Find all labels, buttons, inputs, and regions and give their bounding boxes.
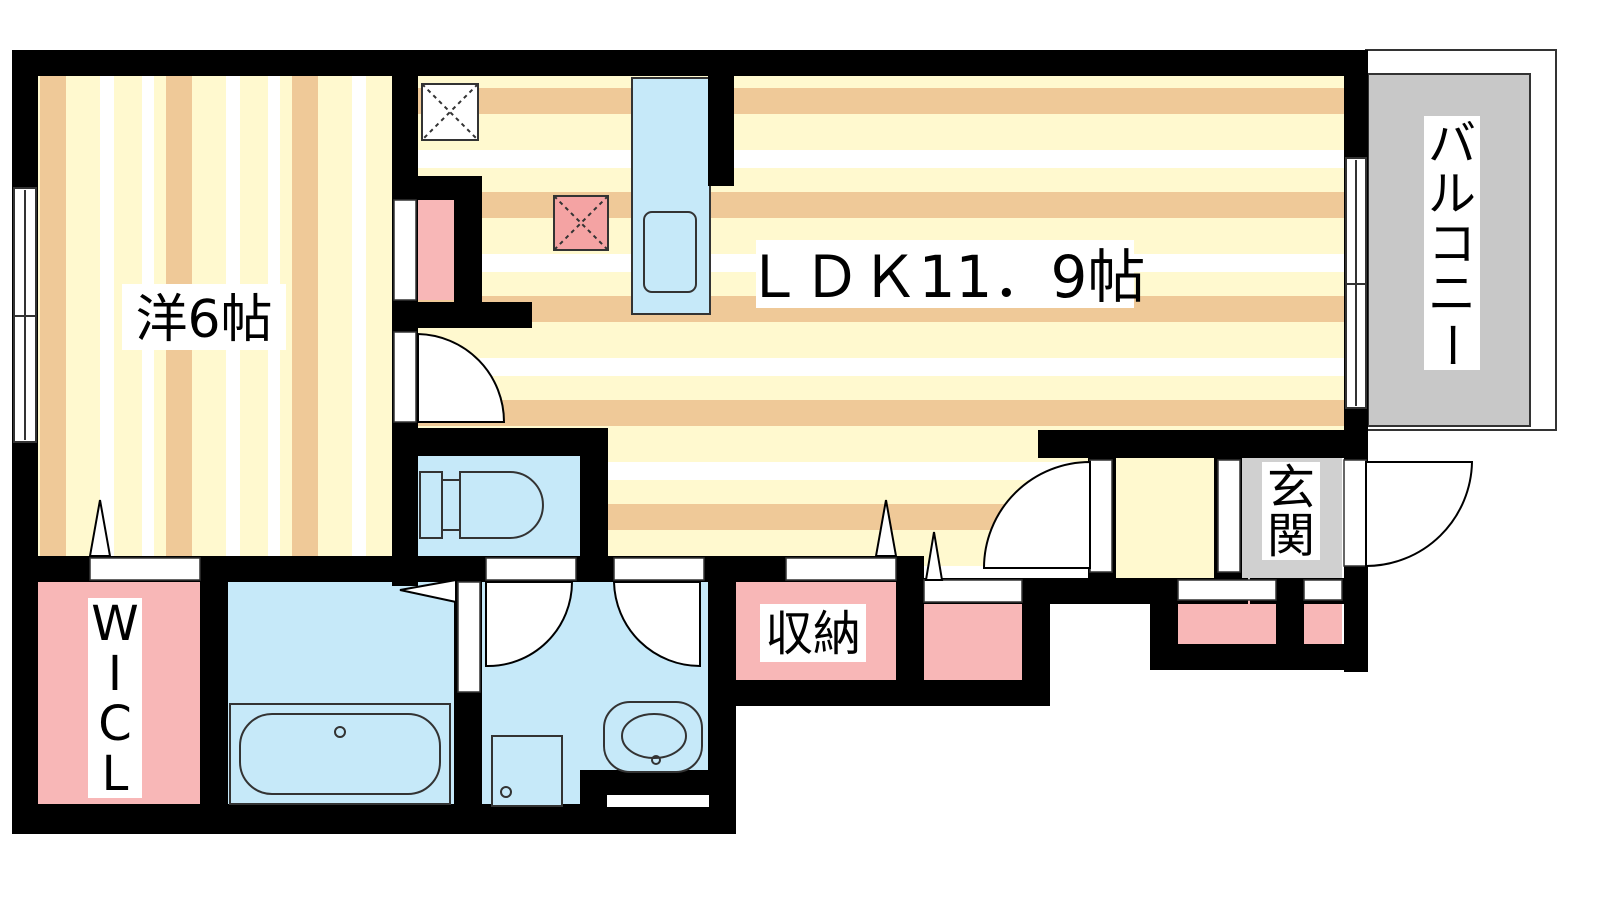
ldk-label-bg xyxy=(756,240,1134,308)
balcony-label-bg xyxy=(1424,116,1480,370)
balcony-label-char: ー xyxy=(1423,321,1479,369)
toilet-icon xyxy=(419,471,544,539)
storage-arrow xyxy=(874,499,898,557)
western-room-door-swing xyxy=(417,332,506,423)
entrance-label-char: 関 xyxy=(1267,508,1315,564)
closet-arrow xyxy=(88,499,112,557)
kitchen-sink-icon xyxy=(643,211,697,293)
range-hood-icon xyxy=(553,195,609,251)
genkan-hall-floor xyxy=(1110,456,1220,580)
shoe-closet-floor-1 xyxy=(1178,600,1276,644)
western-room-label: 洋6帖 xyxy=(135,290,272,350)
door-swings xyxy=(88,332,1474,668)
western-room-label-bg xyxy=(122,284,286,350)
closet-arrow-2 xyxy=(924,531,944,581)
washroom-door-swing-2 xyxy=(612,581,701,668)
shoe-closet-floor-2 xyxy=(1304,600,1342,644)
ventilation-fan-icon xyxy=(421,83,479,141)
entrance-label-char: 玄 xyxy=(1267,460,1315,516)
balcony-label-char: ニ xyxy=(1428,266,1476,322)
fridge-space xyxy=(418,200,454,300)
wicl-label-char: C xyxy=(98,696,132,752)
wicl-label-char: W xyxy=(91,596,138,652)
fixtures xyxy=(229,83,711,809)
washroom-door-swing xyxy=(485,581,574,668)
mirror-shelf xyxy=(605,793,711,809)
wicl-label-char: L xyxy=(102,746,129,802)
room-labels: 洋6帖 ＬＤＫ11．9帖 バ ル コ ニ ー 玄 関 W I C L 収納 xyxy=(88,116,1480,802)
storage-label-bg xyxy=(760,604,866,662)
ldk-entrance-door-swing xyxy=(982,460,1091,569)
balcony-label-dash: ー xyxy=(1423,321,1479,369)
door-openings xyxy=(89,199,1367,693)
balcony-label-char: コ xyxy=(1428,216,1476,272)
bath-door-arrow xyxy=(399,578,457,604)
front-door-swing xyxy=(1365,461,1474,568)
washing-machine-space-icon xyxy=(491,735,563,807)
washbasin-icon xyxy=(603,701,703,773)
wicl-label-bg xyxy=(88,598,142,798)
balcony-label-char: バ xyxy=(1428,116,1476,172)
bathtub-icon xyxy=(229,703,451,805)
storage-label: 収納 xyxy=(765,606,861,662)
wicl-label-char: I xyxy=(108,646,122,702)
ldk-label: ＬＤＫ11．9帖 xyxy=(745,243,1146,311)
balcony-label-char: ル xyxy=(1428,166,1476,222)
windows xyxy=(13,157,1367,443)
entrance-label-bg xyxy=(1262,462,1320,560)
